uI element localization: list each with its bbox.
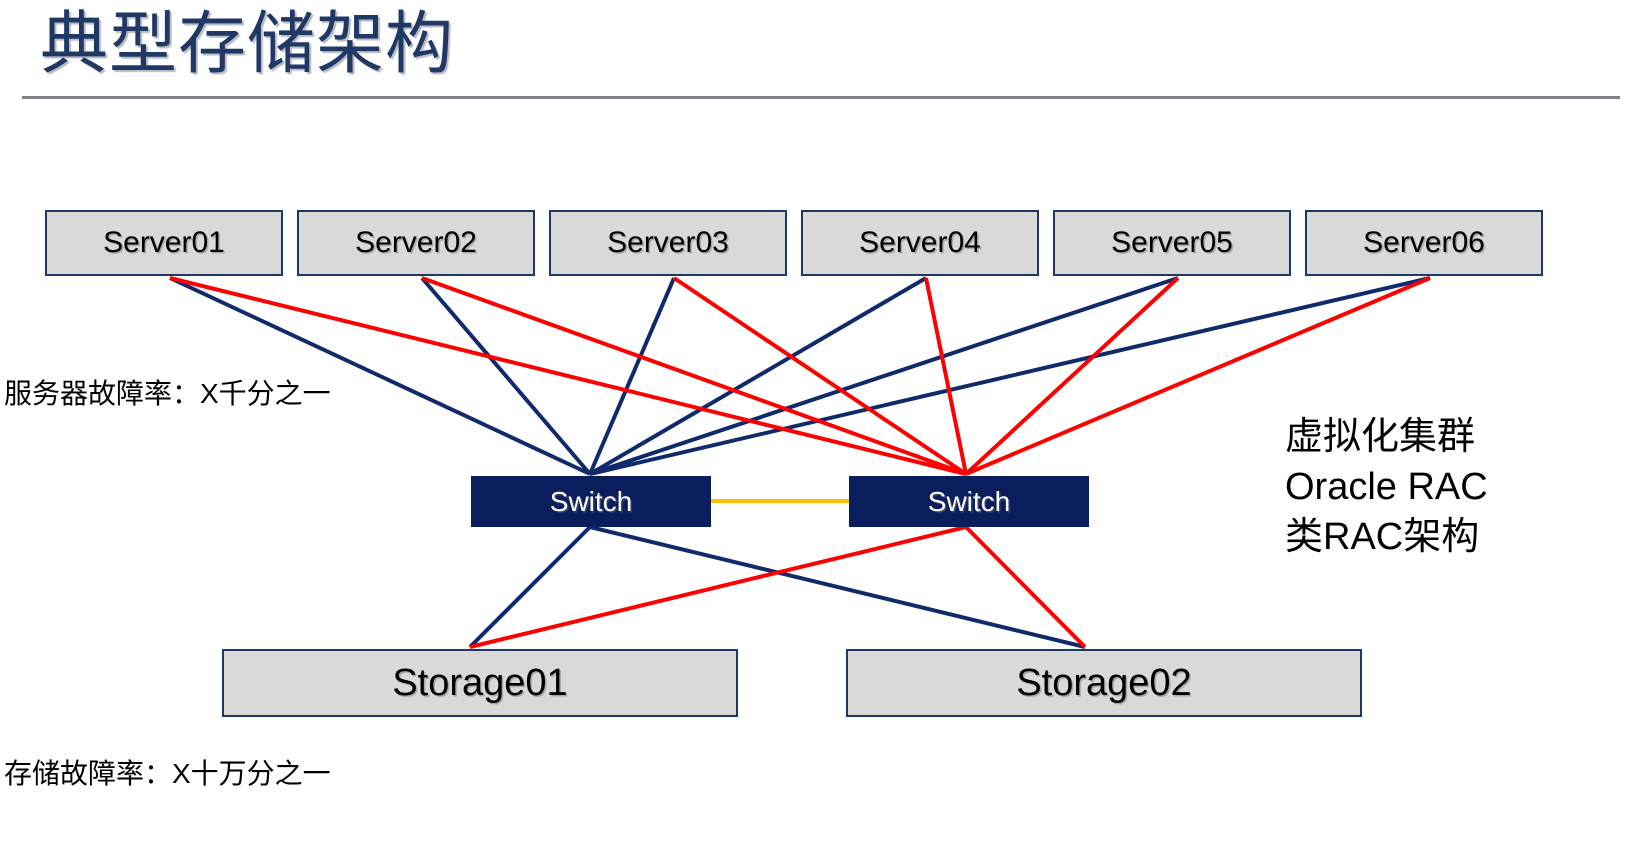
architecture-note-line-2: Oracle RAC: [1285, 466, 1488, 508]
link-server3-to-switch1: [588, 277, 676, 475]
server-node-5-label: Server05: [1111, 226, 1233, 259]
link-switch1-to-storage2: [589, 525, 1086, 649]
server-node-4-label: Server04: [859, 226, 981, 259]
link-switch2-to-storage1: [469, 525, 967, 649]
server-node-5[interactable]: Server05: [1053, 210, 1291, 276]
link-server4-to-switch1: [588, 276, 928, 476]
link-switch1-to-storage1: [468, 525, 592, 649]
switch-node-1[interactable]: Switch: [471, 476, 711, 527]
storage-failure-rate-label: 存储故障率：X十万分之一: [4, 758, 331, 789]
switch-node-2[interactable]: Switch: [849, 476, 1089, 527]
title-divider: [22, 96, 1620, 99]
architecture-note-line-1: 虚拟化集群: [1285, 416, 1476, 458]
link-server2-to-switch1: [420, 276, 592, 476]
link-server2-to-switch2: [421, 276, 967, 476]
switch-node-2-label: Switch: [927, 485, 1011, 517]
switch-node-1-label: Switch: [549, 485, 633, 517]
storage-node-1[interactable]: Storage01: [222, 649, 738, 717]
server-node-3[interactable]: Server03: [549, 210, 787, 276]
server-node-1-label: Server01: [103, 226, 225, 259]
storage-node-2[interactable]: Storage02: [846, 649, 1362, 717]
storage-node-1-label: Storage01: [392, 661, 568, 704]
server-node-4[interactable]: Server04: [801, 210, 1039, 276]
server-node-3-label: Server03: [607, 226, 729, 259]
link-server5-to-switch1: [589, 276, 1179, 476]
server-node-2[interactable]: Server02: [297, 210, 535, 276]
server-node-6-label: Server06: [1363, 226, 1485, 259]
server-node-6[interactable]: Server06: [1305, 210, 1543, 276]
server-node-1[interactable]: Server01: [45, 210, 283, 276]
link-switch2-to-storage2: [964, 525, 1087, 649]
link-server3-to-switch2: [672, 276, 968, 476]
storage-node-2-label: Storage02: [1016, 661, 1192, 704]
server-node-2-label: Server02: [355, 226, 477, 259]
server-failure-rate-label: 服务器故障率：X千分之一: [4, 378, 331, 409]
architecture-note-line-3: 类RAC架构: [1285, 516, 1480, 558]
link-server4-to-switch2: [924, 277, 968, 475]
page-title: 典型存储架构: [40, 6, 455, 82]
architecture-note: 虚拟化集群 Oracle RAC 类RAC架构: [1285, 412, 1488, 562]
link-server5-to-switch2: [964, 276, 1180, 476]
wire-group: [169, 276, 1431, 649]
